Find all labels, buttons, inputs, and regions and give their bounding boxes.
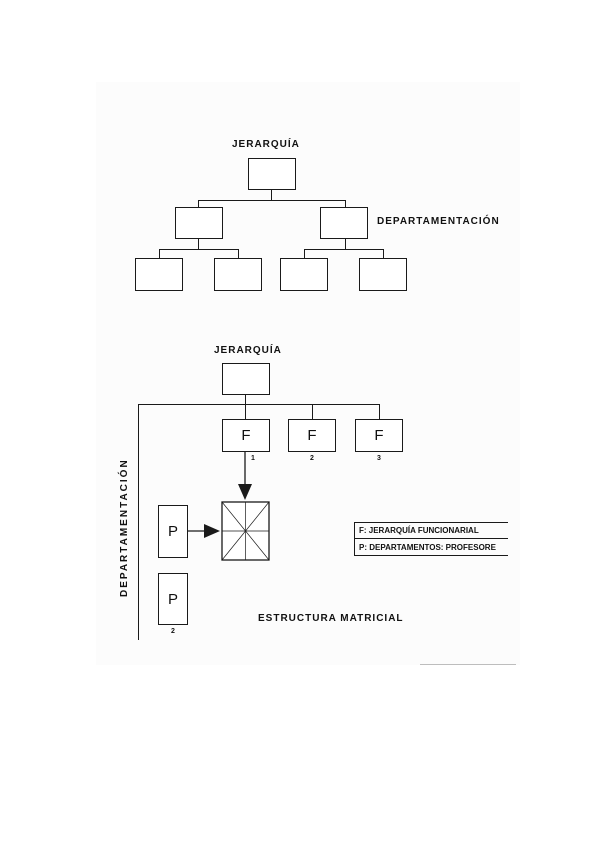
- connector: [304, 249, 384, 251]
- right-arrow-head: [204, 524, 220, 538]
- connector: [159, 249, 161, 259]
- f-box-3-number: 3: [377, 455, 381, 462]
- f-box-1-number: 1: [251, 455, 255, 462]
- connector: [245, 395, 247, 405]
- mid-box-left: [175, 207, 223, 239]
- p-box-2: P: [158, 573, 188, 625]
- vertical-label: DEPARTAMENTACIÓN: [119, 458, 130, 597]
- matrix-root-box: [222, 363, 270, 395]
- connector: [238, 249, 240, 259]
- vertical-axis-line: [138, 404, 140, 640]
- connector: [379, 404, 381, 420]
- connector: [312, 404, 314, 420]
- document-page: [96, 82, 520, 665]
- connector: [271, 190, 273, 201]
- p-box-1: P: [158, 505, 188, 558]
- leaf-box-1: [135, 258, 183, 291]
- f-box-3: F: [355, 419, 403, 452]
- bottom-title: JERARQUÍA: [214, 345, 282, 356]
- root-box: [248, 158, 296, 190]
- leaf-box-4: [359, 258, 407, 291]
- connector: [245, 404, 247, 420]
- connector: [198, 200, 346, 202]
- legend-item-f: F: JERARQUÍA FUNCIONARIAL: [354, 522, 508, 539]
- connector: [345, 239, 347, 250]
- connector: [198, 200, 200, 208]
- f-box-2: F: [288, 419, 336, 452]
- leaf-box-2: [214, 258, 262, 291]
- diagram-caption: ESTRUCTURA MATRICIAL: [258, 613, 404, 624]
- mid-box-right: [320, 207, 368, 239]
- horizontal-axis-line: [138, 404, 380, 406]
- legend-item-p: P: DEPARTAMENTOS: PROFESORE: [354, 539, 508, 556]
- connector: [159, 249, 239, 251]
- arrows-and-matrix-cell: [188, 452, 270, 561]
- connector: [198, 239, 200, 250]
- leaf-box-3: [280, 258, 328, 291]
- f-box-2-number: 2: [310, 455, 314, 462]
- down-arrow-head: [238, 484, 252, 500]
- connector: [345, 200, 347, 208]
- top-title: JERARQUÍA: [232, 139, 300, 150]
- page-edge-line: [420, 664, 516, 665]
- f-box-1: F: [222, 419, 270, 452]
- top-side-label: DEPARTAMENTACIÓN: [377, 216, 500, 227]
- matrix-intersection-cell: [221, 501, 270, 561]
- p-box-2-number: 2: [171, 628, 175, 635]
- connector: [383, 249, 385, 259]
- legend-box: F: JERARQUÍA FUNCIONARIAL P: DEPARTAMENT…: [354, 522, 508, 556]
- connector: [304, 249, 306, 259]
